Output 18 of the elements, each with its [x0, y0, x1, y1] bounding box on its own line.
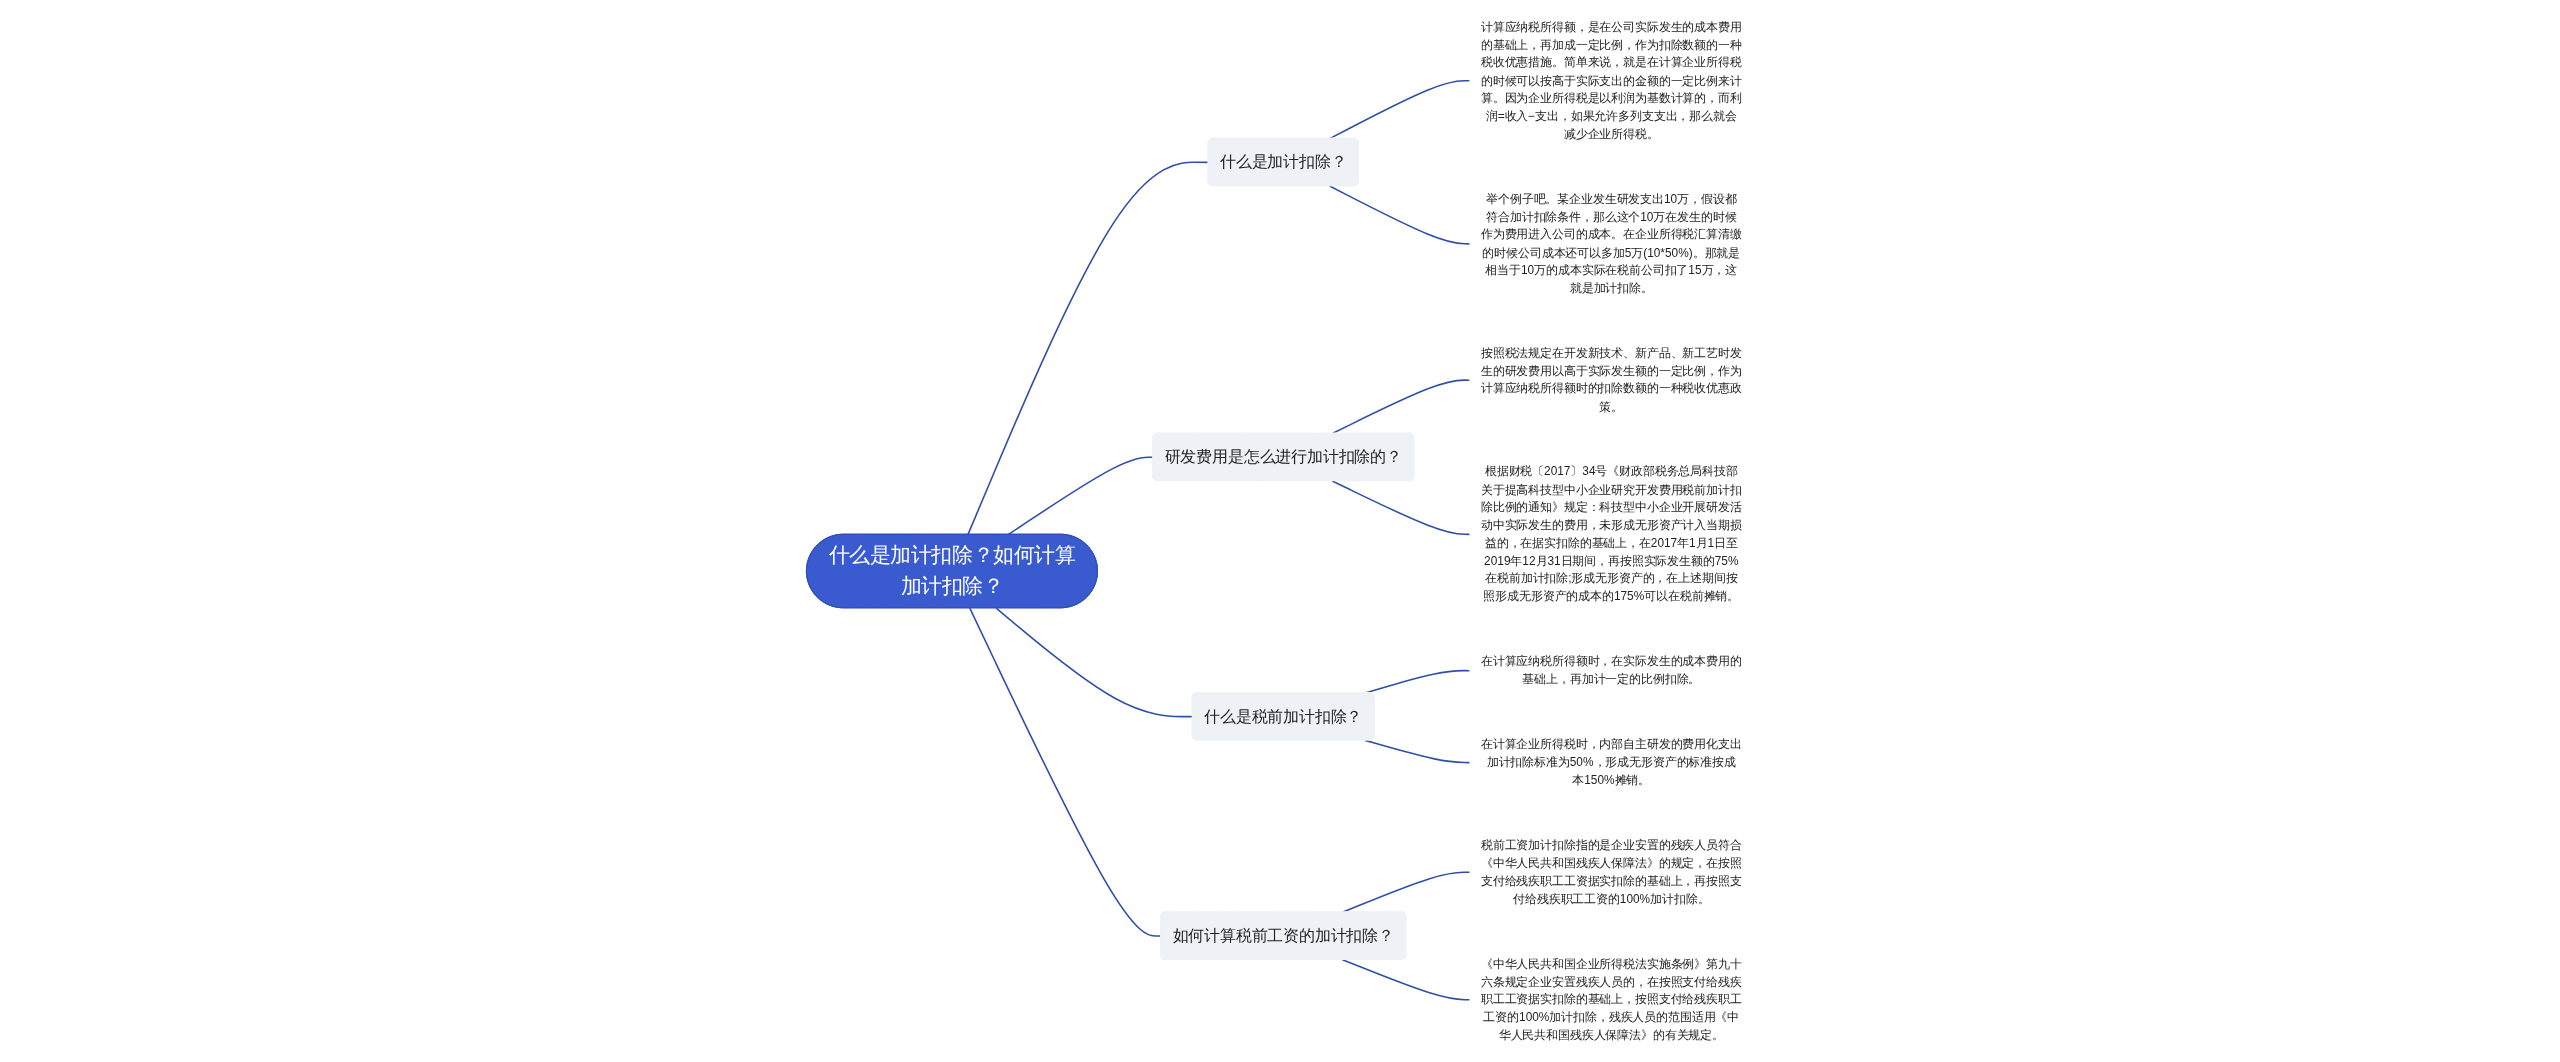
node-text: 在计算应纳税所得额时，在实际发生的成本费用的基础上，再加计一定的比例扣除。	[1480, 654, 1742, 686]
node-text: 按照税法规定在开发新技术、新产品、新工艺时发生的研发费用以高于实际发生额的一定比例，作为计算应纳税所得额时的扣除数额的一种税收优惠政策。	[1480, 345, 1742, 413]
node-text: 计算应纳税所得额，是在公司实际发生的成本费用的基础上，再加成一定比例，作为扣除数额的一种税收优惠措施。简单来说，就是在计算企业所得税的时候可以按高于实际支出的金额的一定比例来计算。因为企业所得税是以利润为基数计算的，而利润=收入−支出，如果允许多列支支出，那么就会减少企业所得税。	[1480, 19, 1742, 140]
connector	[1007, 456, 1154, 536]
connector	[1328, 185, 1471, 245]
node-text: 举个例子吧。某企业发生研发支出10万，假设都符合加计扣除条件，那么这个10万在发生的时候作为费用进入公司的成本。在企业所得税汇算清缴的时候公司成本还可以多加5万(10*50%)。那就是相当于10万的成本实际在税前公司扣了15万，这就是加计扣除。	[1480, 191, 1742, 295]
node-text: 在计算企业所得税时，内部自主研发的费用化支出加计扣除标准为50%，形成无形资产的标准按成本150%摊销。	[1480, 737, 1742, 787]
connector	[1331, 379, 1471, 435]
connector	[995, 607, 1194, 718]
node-text: 根据财税〔2017〕34号《财政部税务总局科技部关于提高科技型中小企业研究开发费用税前加计扣除比例的通知》规定：科技型中小企业开展研发活动中实际发生的费用，未形成无形资产计入当期损益的，在据实扣除的基础上，在2017年1月1日至2019年12月31日期间，再按照实际发生额的75%在税前加计扣除;形成无形资产的，在上述期间按照形成无形资产的成本的175%可以在税前摊销。	[1480, 464, 1742, 603]
connector	[1341, 958, 1471, 1001]
connector	[967, 161, 1210, 536]
connector	[969, 607, 1162, 937]
node-text: 税前工资加计扣除指的是企业安置的残疾人员符合《中华人民共和国残疾人保障法》的规定，在按照支付给残疾职工工资据实扣除的基础上，再按照支付给残疾职工工资的100%加计扣除。	[1480, 837, 1742, 905]
node-text: 《中华人民共和国企业所得税法实施条例》第九十六条规定企业安置残疾人员的，在按照支付给残疾职工工资据实扣除的基础上，按照支付给残疾职工工资的100%加计扣除，残疾人员的范围适用《中华人民共和国残疾人保障法》的有关规定。	[1480, 956, 1742, 1042]
connector	[1364, 739, 1471, 764]
connector	[1328, 79, 1471, 140]
connector	[1331, 480, 1471, 536]
